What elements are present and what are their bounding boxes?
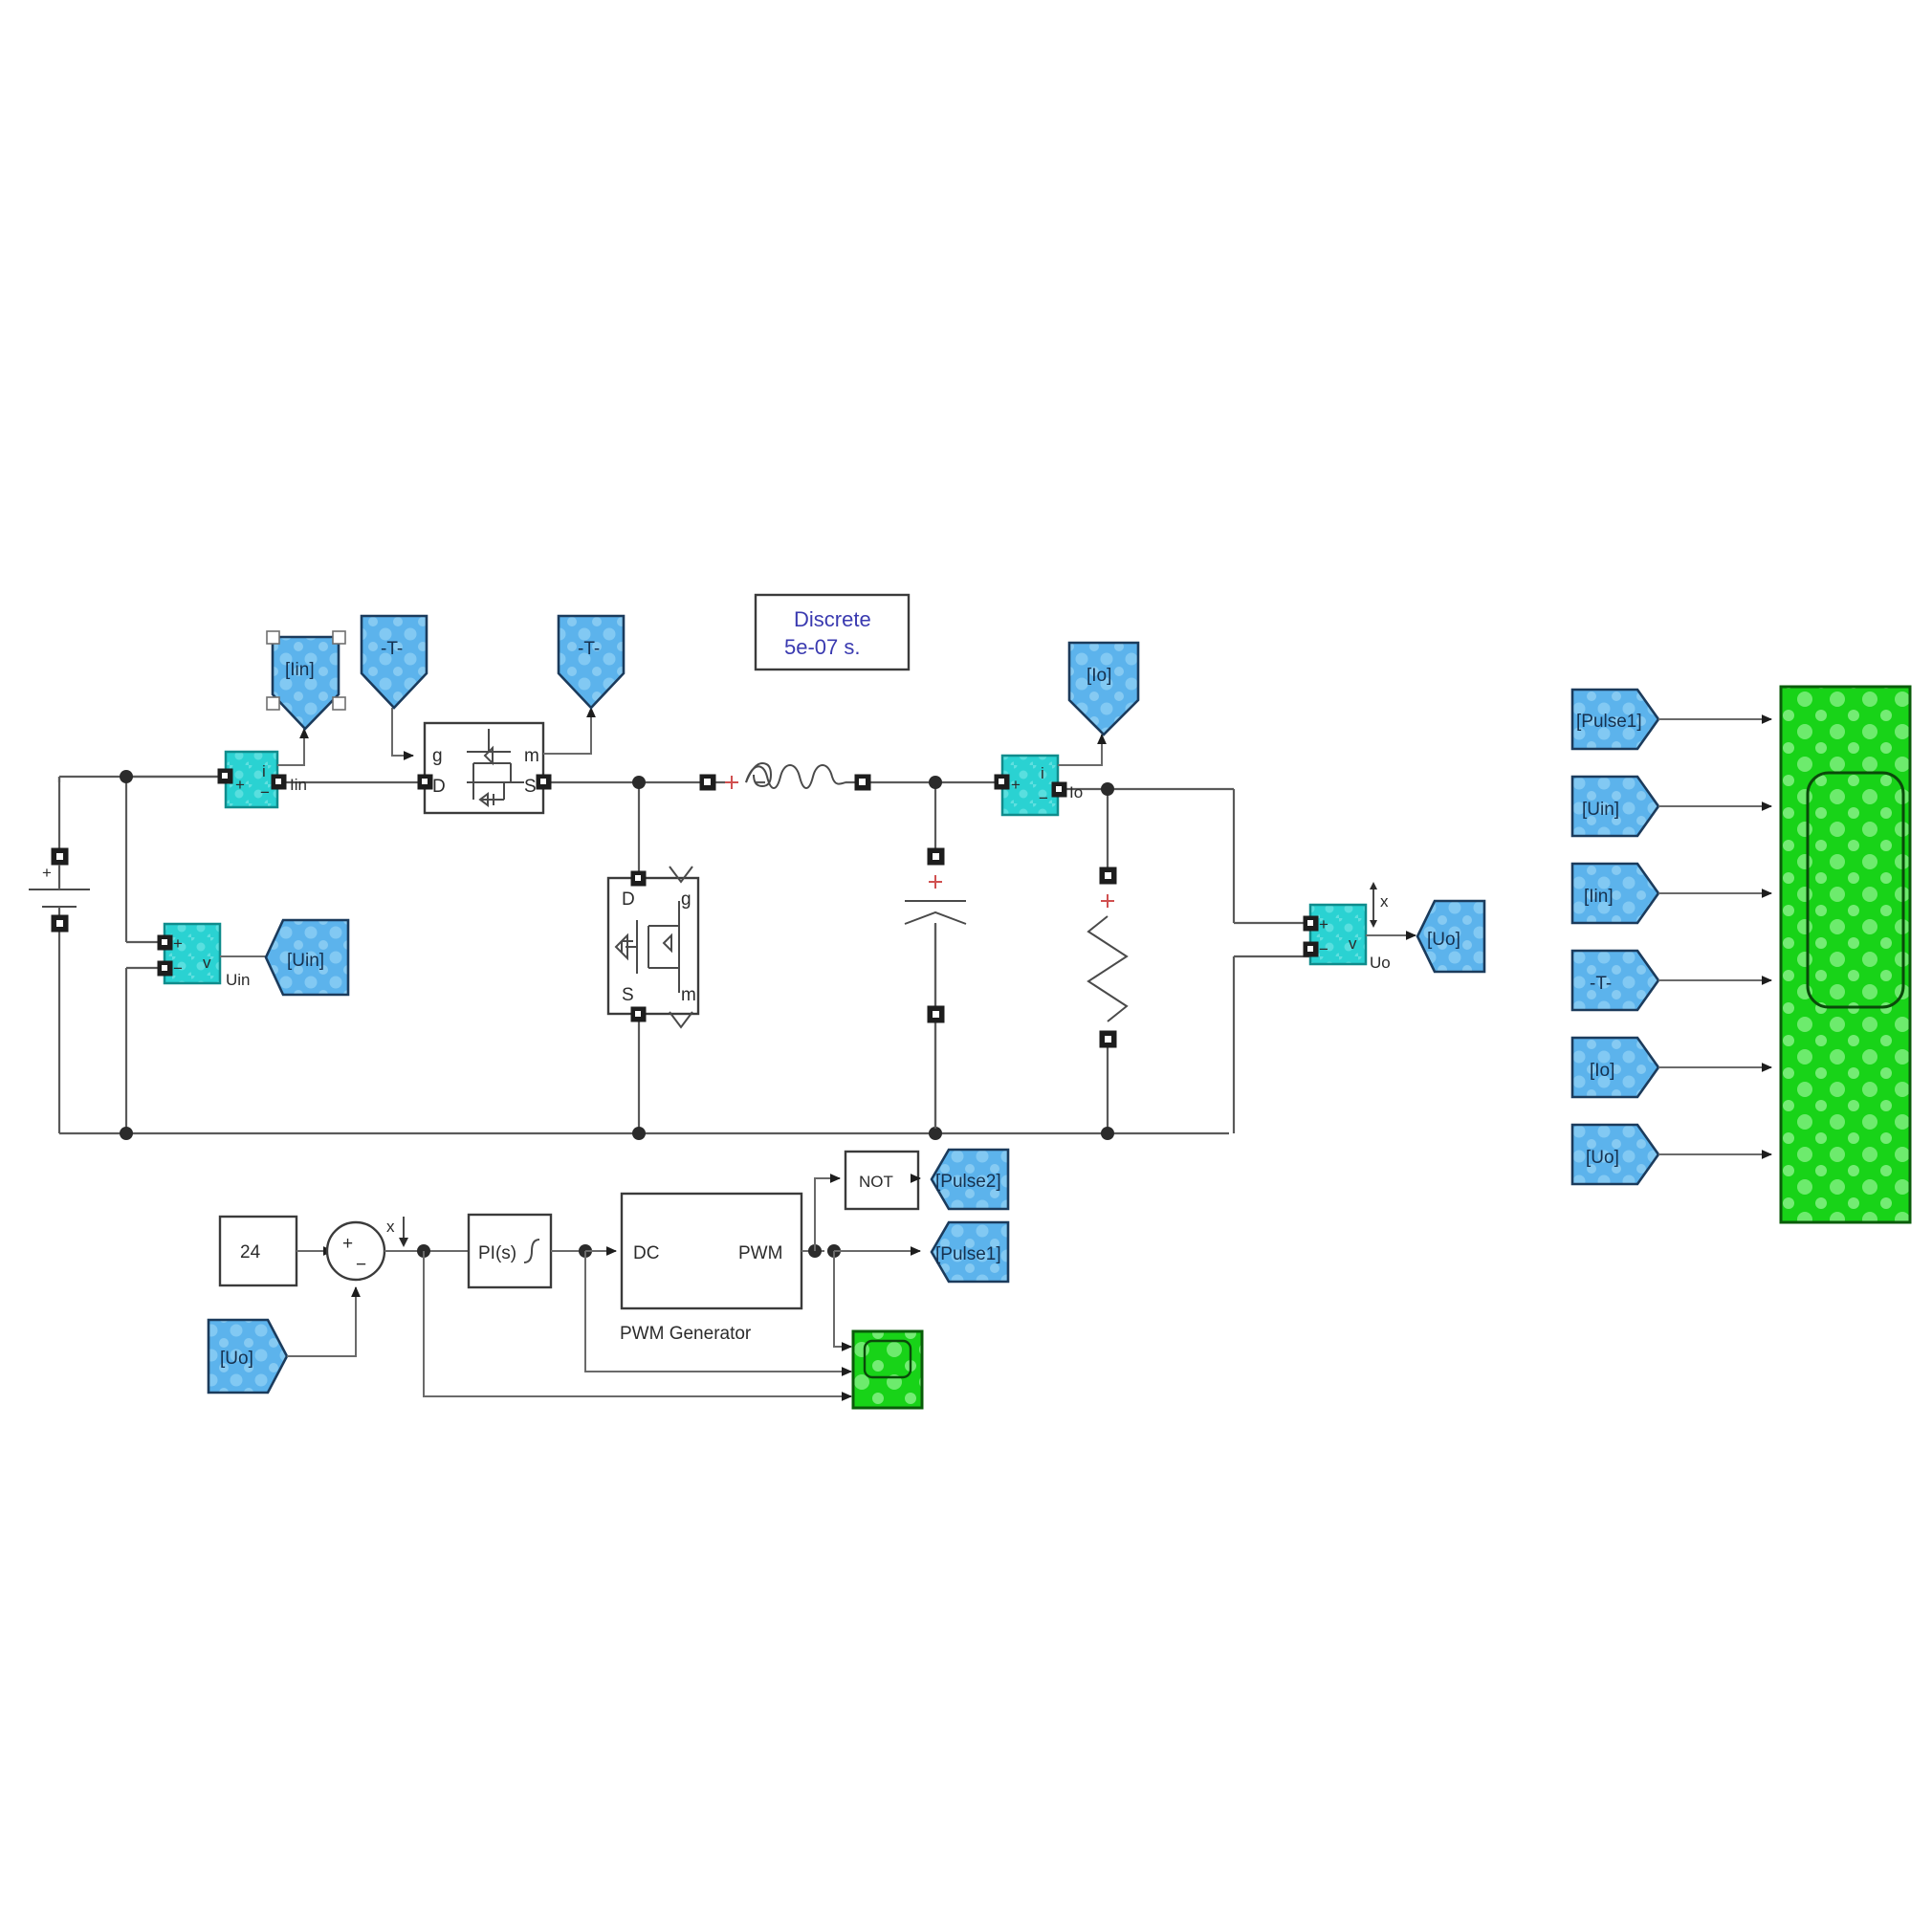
- from-pulse1-block[interactable]: [Pulse1]: [1570, 688, 1660, 751]
- mosfet-bot-s: S: [622, 985, 634, 1005]
- goto-pulse1-label: [Pulse1]: [935, 1244, 1001, 1264]
- sum-plus-sign: +: [342, 1234, 353, 1254]
- wire-pwm-to-scope: [833, 1251, 842, 1348]
- goto-pulse1-block[interactable]: [Pulse1]: [930, 1220, 1010, 1284]
- measure-i: i: [262, 762, 266, 780]
- uo-minus: −: [1319, 940, 1328, 958]
- io-plus: +: [1011, 776, 1021, 794]
- uin-v: v: [203, 954, 211, 972]
- goto-uo-label: [Uo]: [1427, 930, 1460, 950]
- goto-pulse2-block[interactable]: [Pulse2]: [930, 1148, 1010, 1211]
- from-uin-panel-label: [Uin]: [1582, 800, 1619, 820]
- wire-t-to-gate: [391, 708, 414, 760]
- pwm-generator-caption: PWM Generator: [620, 1324, 752, 1344]
- goto-iin-label: [Iin]: [285, 660, 315, 680]
- wire-error-to-scope: [423, 1251, 842, 1397]
- mosfet-bot-m: m: [681, 985, 696, 1005]
- powergui-block[interactable]: Discrete 5e-07 s.: [754, 593, 911, 671]
- uo-plus: +: [1319, 915, 1328, 933]
- pwm-out-port: PWM: [738, 1243, 782, 1263]
- uo-port-label: Uo: [1370, 954, 1391, 972]
- from-t-panel-label: -T-: [1590, 974, 1612, 994]
- iin-port-label: Iin: [290, 776, 307, 794]
- from-uo-control-block[interactable]: [Uo]: [207, 1318, 289, 1394]
- mosfet-top-s: S: [524, 777, 537, 797]
- sum-block[interactable]: + −: [325, 1220, 386, 1282]
- from-pulse1-label: [Pulse1]: [1576, 712, 1642, 732]
- mosfet-top-m: m: [524, 746, 539, 766]
- inductor[interactable]: [699, 761, 871, 791]
- pi-label: PI(s): [478, 1243, 516, 1263]
- main-scope-inner-outline: [1806, 771, 1905, 1009]
- pi-controller-block[interactable]: PI(s): [467, 1213, 553, 1289]
- uin-minus: −: [173, 959, 183, 977]
- from-t-panel-block[interactable]: -T-: [1570, 949, 1660, 1012]
- powergui-line2: 5e-07 s.: [784, 635, 861, 659]
- goto-io-block[interactable]: [Io]: [1067, 641, 1140, 736]
- pwm-generator-block[interactable]: DC PWM: [620, 1192, 803, 1310]
- io-port-label: Io: [1069, 783, 1083, 801]
- uo-x-annotation: x: [1380, 892, 1389, 911]
- wire-iin-to-goto: [277, 728, 309, 766]
- mosfet-top-g: g: [432, 746, 443, 766]
- uin-plus: +: [173, 934, 183, 953]
- setpoint-value: 24: [240, 1242, 261, 1262]
- goto-uin-label: [Uin]: [287, 951, 324, 971]
- measure-minus: −: [260, 783, 270, 801]
- not-gate-label: NOT: [859, 1173, 893, 1191]
- from-uo-panel-label: [Uo]: [1586, 1148, 1619, 1168]
- wire-m-to-t-goto: [543, 707, 596, 755]
- uin-port-label: Uin: [226, 971, 251, 989]
- mosfet-top-block[interactable]: g m D S: [417, 721, 552, 815]
- powergui-line1: Discrete: [794, 607, 871, 631]
- control-scope-block[interactable]: [851, 1329, 924, 1410]
- scope-panel-group[interactable]: [Pulse1] [Uin] [Iin] -T- [Io]: [1570, 685, 1912, 1224]
- wire-uo-to-sum: [287, 1286, 361, 1357]
- from-t-left-label: -T-: [381, 639, 403, 659]
- measure-plus: +: [235, 776, 245, 794]
- from-iin-panel-label: [Iin]: [1584, 887, 1614, 907]
- goto-iin-block[interactable]: [Iin]: [271, 635, 340, 731]
- from-uo-control-label: [Uo]: [220, 1349, 253, 1369]
- goto-pulse2-label: [Pulse2]: [935, 1172, 1001, 1192]
- goto-io-label: [Io]: [1087, 666, 1111, 686]
- io-minus: −: [1039, 789, 1048, 807]
- sum-minus-sign: −: [356, 1255, 366, 1275]
- wire-pi-to-scope: [584, 1251, 842, 1372]
- not-gate-block[interactable]: NOT: [844, 1150, 920, 1211]
- mosfet-bottom-block[interactable]: D g S m: [606, 866, 700, 1029]
- wire-pwm-to-not: [814, 1174, 841, 1251]
- mosfet-bot-d: D: [622, 889, 635, 910]
- dc-voltage-source[interactable]: +: [29, 847, 90, 933]
- goto-uin-block[interactable]: [Uin]: [264, 918, 350, 997]
- from-t-left-block[interactable]: -T-: [360, 614, 428, 710]
- pwm-dc-port: DC: [633, 1243, 659, 1263]
- from-uin-block[interactable]: [Uin]: [1570, 775, 1660, 838]
- uo-v: v: [1349, 934, 1357, 953]
- main-scope-block[interactable]: [1779, 685, 1912, 1224]
- from-uo-panel-block[interactable]: [Uo]: [1570, 1123, 1660, 1186]
- iin-measure-block[interactable]: + − i Iin: [217, 750, 307, 809]
- sum-annotation: x: [386, 1217, 408, 1247]
- from-iin-block[interactable]: [Iin]: [1570, 862, 1660, 925]
- goto-t-right-label: -T-: [578, 639, 600, 659]
- goto-iin-selection-handles: [266, 630, 346, 711]
- uin-measure-block[interactable]: + − v Uin: [157, 922, 251, 989]
- load-resistor[interactable]: [1087, 867, 1129, 1048]
- setpoint-constant-block[interactable]: 24: [218, 1215, 298, 1287]
- from-io-block[interactable]: [Io]: [1570, 1036, 1660, 1099]
- source-plus-label: +: [42, 864, 52, 882]
- io-i: i: [1041, 764, 1044, 782]
- mosfet-bot-g: g: [681, 889, 692, 910]
- uo-measure-block[interactable]: + − v Uo x: [1303, 882, 1391, 972]
- capacitor[interactable]: [904, 847, 967, 1129]
- goto-t-right-block[interactable]: -T-: [557, 614, 626, 710]
- sum-annotation-x: x: [386, 1218, 395, 1236]
- from-io-panel-label: [Io]: [1590, 1061, 1614, 1081]
- wire-junctions: [120, 770, 1114, 1140]
- goto-uo-block[interactable]: [Uo]: [1416, 899, 1486, 974]
- wire-io-to-goto: [1058, 734, 1107, 766]
- mosfet-top-d: D: [432, 777, 446, 797]
- io-measure-block[interactable]: + − i Io: [994, 754, 1083, 817]
